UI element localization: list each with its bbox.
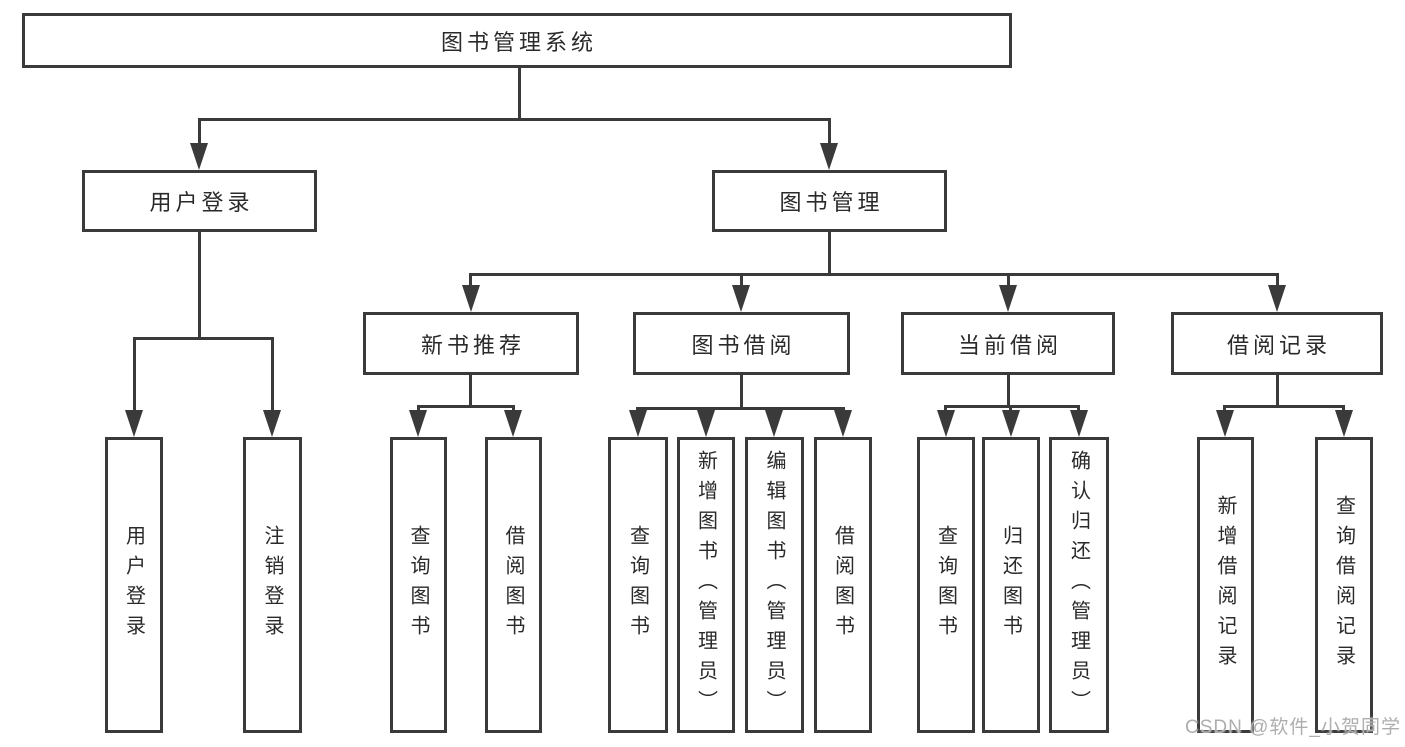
leaf-borrow-books-1: 借阅图书 [485, 437, 542, 733]
connector-stem-book-borrow [740, 273, 743, 285]
leaf-add-books-admin-label: 新增图书（管理员） [694, 450, 717, 720]
node-user-login-label: 用户登录 [149, 190, 254, 215]
arrowhead-leaf-c4 [834, 410, 852, 437]
connector-stem-leaf-c2 [704, 407, 707, 412]
arrowhead-borrow-record [1268, 285, 1286, 312]
connector-stem-leaf-d3 [1077, 405, 1080, 410]
connector-user-login-bar [133, 337, 274, 340]
leaf-borrow-books-1-label: 借阅图书 [502, 525, 524, 645]
leaf-query-books-2: 查询图书 [608, 437, 668, 733]
arrowhead-user-login [190, 143, 208, 170]
connector-book-management-stem [828, 232, 831, 273]
leaf-add-books-admin: 新增图书（管理员） [677, 437, 735, 733]
arrowhead-book-borrow [732, 285, 750, 312]
leaf-logout: 注销登录 [243, 437, 302, 733]
node-borrow-record: 借阅记录 [1171, 312, 1383, 375]
connector-stem-leaf-c3 [773, 407, 776, 412]
arrowhead-leaf-c2 [697, 410, 715, 437]
leaf-return-books-label: 归还图书 [999, 525, 1022, 645]
connector-new-book-stem [469, 375, 472, 405]
arrowhead-leaf-e1 [1216, 410, 1234, 437]
leaf-add-borrow-record: 新增借阅记录 [1197, 437, 1254, 733]
connector-stem-leaf-e1 [1223, 405, 1226, 410]
connector-stem-leaf-d1 [944, 405, 947, 410]
leaf-user-login-label: 用户登录 [122, 525, 145, 645]
leaf-borrow-books-2: 借阅图书 [814, 437, 872, 733]
node-book-borrow-label: 图书借阅 [691, 332, 796, 358]
leaf-return-books: 归还图书 [982, 437, 1040, 733]
node-root: 图书管理系统 [22, 13, 1012, 68]
arrowhead-leaf-a2 [263, 410, 281, 437]
node-book-borrow: 图书借阅 [633, 312, 850, 375]
leaf-query-borrow-record-label: 查询借阅记录 [1332, 495, 1355, 675]
connector-borrow-record-bar [1223, 405, 1344, 408]
arrowhead-current-borrow [999, 285, 1017, 312]
leaf-borrow-books-2-label: 借阅图书 [831, 525, 854, 645]
connector-stem-leaf-b2 [512, 405, 515, 410]
connector-stem-leaf-c1 [636, 407, 639, 412]
leaf-query-borrow-record: 查询借阅记录 [1315, 437, 1373, 733]
csdn-watermark: CSDN @软件_小贺同学 [1185, 717, 1401, 738]
leaf-query-books-2-label: 查询图书 [626, 525, 649, 645]
leaf-query-books-1: 查询图书 [390, 437, 447, 733]
connector-stem-leaf-a1 [133, 337, 136, 410]
node-user-login: 用户登录 [82, 170, 317, 232]
connector-stem-borrow-record [1276, 273, 1279, 285]
leaf-query-books-3-label: 查询图书 [934, 525, 957, 645]
leaf-query-books-1-label: 查询图书 [407, 525, 429, 645]
arrowhead-leaf-c3 [765, 410, 783, 437]
leaf-add-borrow-record-label: 新增借阅记录 [1214, 495, 1236, 675]
arrowhead-leaf-c1 [629, 410, 647, 437]
connector-stem-book-management [828, 118, 831, 143]
connector-borrow-record-stem [1276, 375, 1279, 405]
connector-stem-leaf-d2 [1009, 405, 1012, 410]
connector-stem-leaf-b1 [417, 405, 420, 410]
connector-stem-leaf-c4 [841, 407, 844, 412]
connector-user-login-stem [198, 232, 201, 337]
arrowhead-leaf-d2 [1002, 410, 1020, 437]
node-book-management-label: 图书管理 [779, 190, 884, 215]
leaf-edit-books-admin: 编辑图书（管理员） [745, 437, 804, 733]
arrowhead-leaf-b2 [504, 410, 522, 437]
connector-stem-current-borrow [1007, 273, 1010, 285]
leaf-edit-books-admin-label: 编辑图书（管理员） [763, 450, 785, 720]
connector-current-borrow-bar [944, 405, 1080, 408]
node-current-borrow-label: 当前借阅 [957, 332, 1062, 358]
node-borrow-record-label: 借阅记录 [1226, 332, 1331, 358]
arrowhead-leaf-e2 [1335, 410, 1353, 437]
node-current-borrow: 当前借阅 [901, 312, 1115, 375]
arrowhead-leaf-d1 [937, 410, 955, 437]
connector-stem-leaf-a2 [271, 337, 274, 410]
node-book-management: 图书管理 [712, 170, 947, 232]
leaf-confirm-return-admin: 确认归还（管理员） [1049, 437, 1109, 733]
arrowhead-leaf-a1 [125, 410, 143, 437]
arrowhead-leaf-b1 [409, 410, 427, 437]
connector-level1-bar [198, 118, 831, 121]
connector-stem-new-book [469, 273, 472, 285]
connector-current-borrow-stem [1007, 375, 1010, 405]
arrowhead-book-management [820, 143, 838, 170]
leaf-confirm-return-admin-label: 确认归还（管理员） [1067, 450, 1090, 720]
leaf-user-login: 用户登录 [105, 437, 163, 733]
node-new-book-recommend-label: 新书推荐 [420, 332, 525, 358]
leaf-query-books-3: 查询图书 [917, 437, 975, 733]
connector-stem-leaf-e2 [1342, 405, 1345, 410]
connector-book-borrow-stem [740, 375, 743, 408]
arrowhead-new-book [462, 285, 480, 312]
arrowhead-leaf-d3 [1070, 410, 1088, 437]
node-new-book-recommend: 新书推荐 [363, 312, 579, 375]
connector-new-book-bar [417, 405, 514, 408]
connector-book-borrow-bar [636, 407, 845, 410]
connector-stem-user-login [198, 118, 201, 143]
connector-level2-bar [469, 273, 1279, 276]
connector-root-stem [518, 68, 521, 118]
leaf-logout-label: 注销登录 [261, 525, 283, 645]
node-root-label: 图书管理系统 [440, 29, 597, 55]
